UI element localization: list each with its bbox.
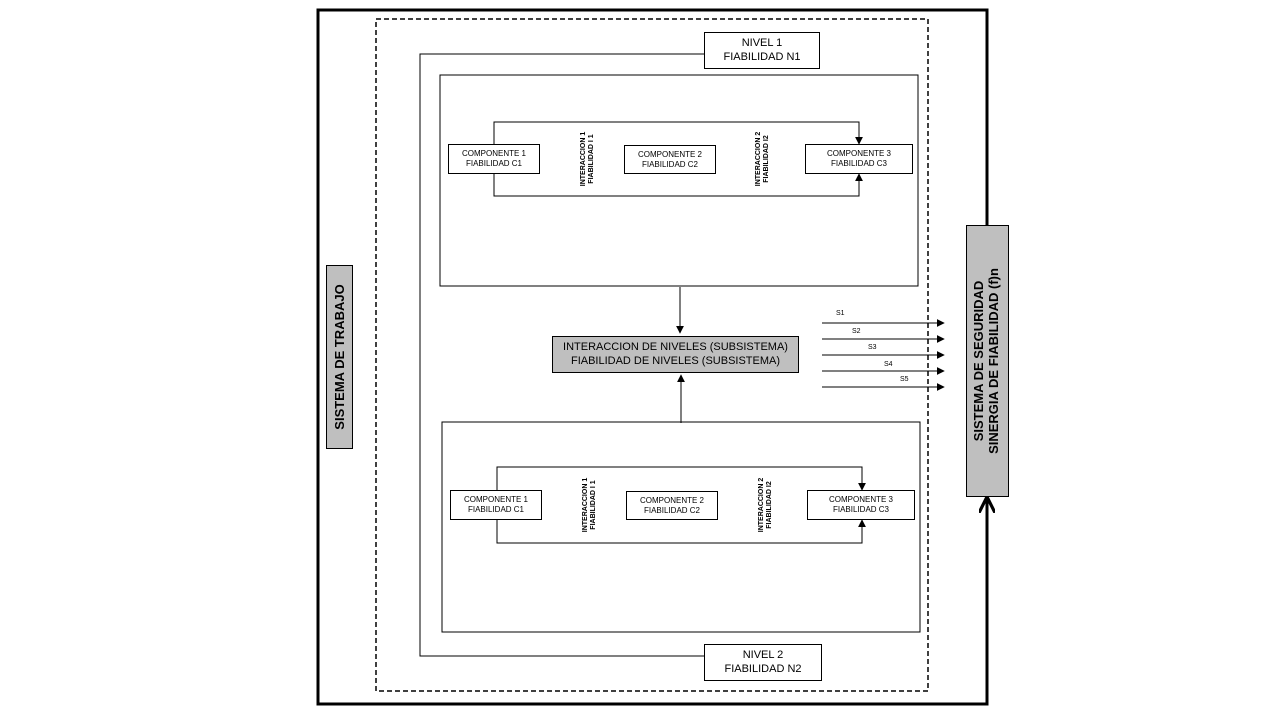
level1-box: NIVEL 1 FIABILIDAD N1 bbox=[704, 32, 820, 69]
level1-component-2: COMPONENTE 2 FIABILIDAD C2 bbox=[624, 145, 716, 174]
level2-loop-top bbox=[493, 466, 866, 498]
level1-loop-bottom bbox=[490, 166, 863, 197]
safety-system-label: SISTEMA DE SEGURIDAD SINERGIA DE FIABILI… bbox=[967, 225, 1007, 497]
interaction-2-title: INTERACCION 2 bbox=[754, 131, 762, 187]
work-system-frame bbox=[316, 8, 987, 706]
level2-component-1: COMPONENTE 1 FIABILIDAD C1 bbox=[450, 490, 542, 520]
level2-component-3: COMPONENTE 3 FIABILIDAD C3 bbox=[807, 490, 915, 520]
component-1-title: COMPONENTE 1 bbox=[461, 149, 526, 159]
interaction-1-reliability: FIABILIDAD I 1 bbox=[588, 134, 595, 184]
level1-component-1: COMPONENTE 1 FIABILIDAD C1 bbox=[448, 144, 540, 174]
component-2-title: COMPONENTE 2 bbox=[639, 495, 704, 505]
interaction-1-title: INTERACCION 1 bbox=[581, 477, 589, 533]
component-3-title: COMPONENTE 3 bbox=[826, 149, 891, 159]
level1-title: NIVEL 1 bbox=[741, 37, 783, 50]
level2-title: NIVEL 2 bbox=[742, 649, 784, 662]
level2-box: NIVEL 2 FIABILIDAD N2 bbox=[704, 644, 822, 681]
subsystem-title: INTERACCION DE NIVELES (SUBSISTEMA) bbox=[563, 341, 788, 354]
signal-label-s4: S4 bbox=[884, 361, 893, 368]
component-3-reliability: FIABILIDAD C3 bbox=[832, 505, 889, 514]
subsystem-box: INTERACCION DE NIVELES (SUBSISTEMA) FIAB… bbox=[552, 336, 799, 373]
component-3-reliability: FIABILIDAD C3 bbox=[830, 159, 887, 168]
level1-reliability: FIABILIDAD N1 bbox=[723, 50, 801, 63]
component-2-reliability: FIABILIDAD C2 bbox=[641, 159, 698, 169]
component-3-title: COMPONENTE 3 bbox=[828, 495, 893, 505]
level1-loop-top bbox=[490, 121, 863, 152]
interaction-2-title: INTERACCION 2 bbox=[757, 477, 765, 533]
interaction-2-reliability: FIABILIDAD I2 bbox=[763, 135, 770, 183]
signal-label-s5: S5 bbox=[900, 376, 909, 383]
level1-component-3: COMPONENTE 3 FIABILIDAD C3 bbox=[805, 144, 913, 174]
level2-component-2: COMPONENTE 2 FIABILIDAD C2 bbox=[626, 491, 718, 520]
work-system-label: SISTEMA DE TRABAJO bbox=[327, 265, 353, 449]
level1-interaction-1: INTERACCION 1 FIABILIDAD I 1 bbox=[579, 124, 597, 194]
interaction-2-reliability: FIABILIDAD I2 bbox=[766, 481, 773, 529]
work-system-label-text: SISTEMA DE TRABAJO bbox=[331, 284, 347, 430]
level2-container bbox=[441, 421, 921, 633]
safety-system-box bbox=[966, 225, 1009, 497]
component-2-reliability: FIABILIDAD C2 bbox=[643, 505, 700, 515]
signal-label-s2: S2 bbox=[852, 328, 861, 335]
work-system-label-box bbox=[326, 265, 353, 449]
level1-interaction-2: INTERACCION 2 FIABILIDAD I2 bbox=[754, 124, 772, 194]
safety-system-line2: SINERGIA DE FIABILIDAD (f)n bbox=[986, 268, 1001, 454]
interaction-1-reliability: FIABILIDAD I 1 bbox=[590, 480, 597, 530]
level2-interaction-1: INTERACCION 1 FIABILIDAD I 1 bbox=[581, 470, 599, 540]
component-1-reliability: FIABILIDAD C1 bbox=[467, 505, 524, 514]
subsystem-reliability: FIABILIDAD DE NIVELES (SUBSISTEMA) bbox=[570, 354, 781, 367]
level2-interaction-2: INTERACCION 2 FIABILIDAD I2 bbox=[757, 470, 775, 540]
interaction-1-title: INTERACCION 1 bbox=[579, 131, 587, 187]
level2-loop-bottom bbox=[493, 512, 866, 544]
level2-reliability: FIABILIDAD N2 bbox=[724, 662, 802, 675]
level-bracket-line bbox=[419, 53, 705, 657]
signal-label-s1: S1 bbox=[836, 310, 845, 317]
component-2-title: COMPONENTE 2 bbox=[637, 149, 702, 159]
signal-label-s3: S3 bbox=[868, 344, 877, 351]
safety-system-line1: SISTEMA DE SEGURIDAD bbox=[971, 280, 987, 442]
component-1-reliability: FIABILIDAD C1 bbox=[465, 159, 522, 168]
component-1-title: COMPONENTE 1 bbox=[463, 495, 528, 505]
level1-container bbox=[439, 74, 919, 287]
